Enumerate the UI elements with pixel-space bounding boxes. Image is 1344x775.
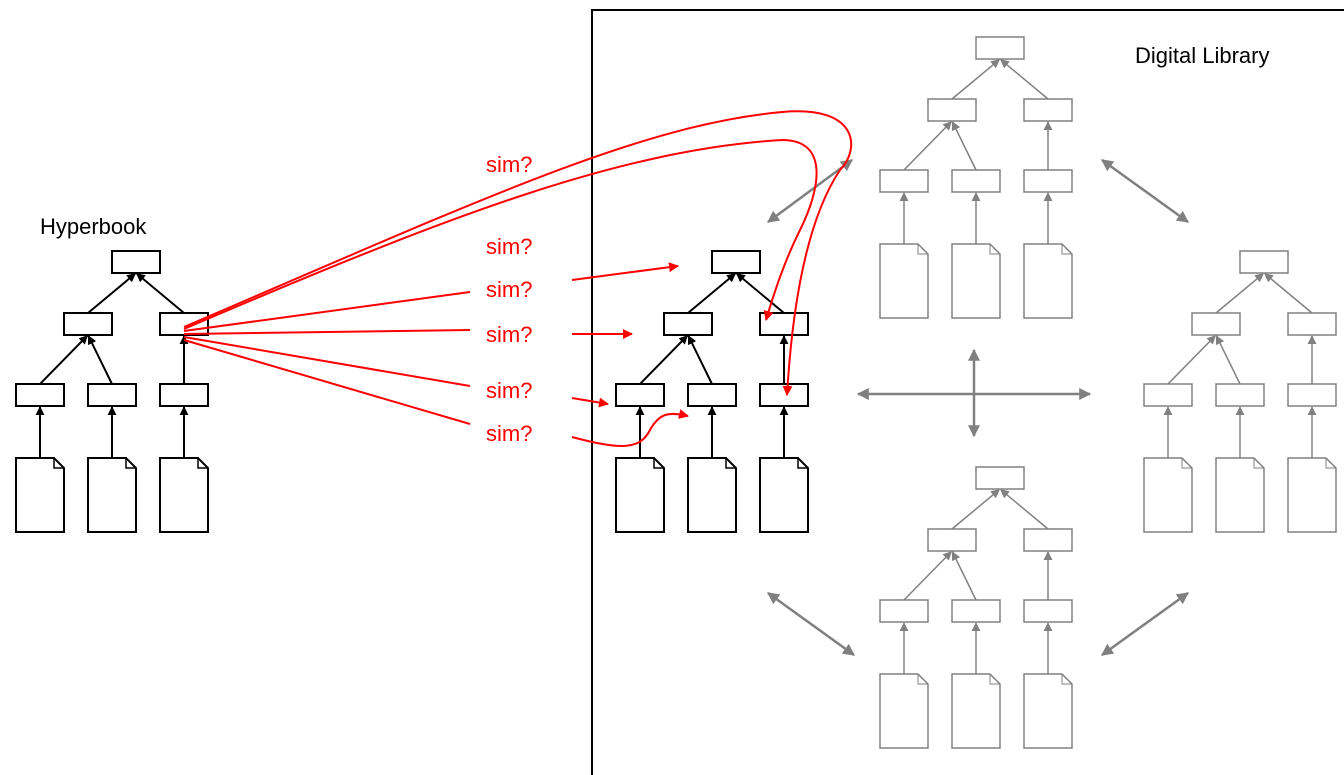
leaf-node xyxy=(1023,599,1073,623)
library-tree-bottom xyxy=(879,466,1073,749)
tree-edge xyxy=(1167,335,1216,385)
mid-node xyxy=(927,528,977,552)
leaf-node xyxy=(1023,169,1073,193)
leaf-node xyxy=(1215,383,1265,407)
tree-edge xyxy=(687,272,736,314)
sim-label-2: sim? xyxy=(486,234,532,259)
similarity-link xyxy=(183,336,471,387)
tree-edge xyxy=(1000,489,1049,530)
root-node xyxy=(111,250,161,274)
library-relation-arrow xyxy=(1101,591,1189,657)
tree-edge xyxy=(87,335,113,385)
mid-node xyxy=(1287,312,1337,336)
similarity-link xyxy=(183,291,471,332)
tree-edge xyxy=(951,59,1000,100)
root-node xyxy=(1239,250,1289,274)
document-page-icon xyxy=(15,457,65,533)
library-tree-top xyxy=(879,36,1073,319)
document-page-icon xyxy=(879,673,929,749)
document-page-icon xyxy=(1215,457,1265,533)
sim-label-5: sim? xyxy=(486,378,532,403)
similarity-link xyxy=(183,110,853,396)
leaf-node xyxy=(15,383,65,407)
leaf-node xyxy=(1287,383,1337,407)
tree-edge xyxy=(1264,273,1313,314)
library-relation-arrow xyxy=(1101,158,1189,224)
tree-edge xyxy=(87,272,136,314)
leaf-node xyxy=(951,169,1001,193)
tree-edge xyxy=(639,335,689,385)
document-page-icon xyxy=(615,457,665,533)
similarity-link xyxy=(183,138,818,330)
tree-edge xyxy=(903,121,952,171)
sim-label-3: sim? xyxy=(486,277,532,302)
sim-label-6: sim? xyxy=(486,421,532,446)
mid-node xyxy=(663,312,713,336)
mid-node xyxy=(1023,98,1073,122)
tree-edge xyxy=(903,551,952,601)
tree-edge xyxy=(1215,273,1264,314)
hyperbook-tree xyxy=(15,250,209,533)
similarity-link xyxy=(183,339,471,425)
tree-edge xyxy=(39,335,89,385)
library-relation-arrow xyxy=(767,591,855,657)
root-node xyxy=(975,466,1025,490)
leaf-node xyxy=(615,383,665,407)
document-page-icon xyxy=(1023,243,1073,319)
tree-edge xyxy=(1215,335,1241,385)
leaf-node xyxy=(879,169,929,193)
similarity-link xyxy=(183,329,471,335)
tree-edge xyxy=(136,272,185,314)
digital-library-label: Digital Library xyxy=(1135,43,1270,68)
mid-node xyxy=(1023,528,1073,552)
document-page-icon xyxy=(159,457,209,533)
document-page-icon xyxy=(951,673,1001,749)
mid-node xyxy=(159,312,209,336)
document-page-icon xyxy=(879,243,929,319)
leaf-node xyxy=(159,383,209,407)
document-page-icon xyxy=(87,457,137,533)
similarity-link xyxy=(571,262,679,281)
mid-node xyxy=(63,312,113,336)
tree-edge xyxy=(1000,59,1049,100)
library-tree-target xyxy=(615,250,809,533)
leaf-node xyxy=(951,599,1001,623)
root-node xyxy=(975,36,1025,60)
digital-library-border xyxy=(591,9,1344,775)
similarity-link xyxy=(571,409,689,447)
document-page-icon xyxy=(951,243,1001,319)
mid-node xyxy=(1191,312,1241,336)
document-page-icon xyxy=(759,457,809,533)
tree-edge xyxy=(687,335,713,385)
leaf-node xyxy=(1143,383,1193,407)
sim-label-4: sim? xyxy=(486,322,532,347)
leaf-node xyxy=(87,383,137,407)
mid-node xyxy=(927,98,977,122)
leaf-node xyxy=(759,383,809,407)
library-tree-right xyxy=(1143,250,1337,533)
document-page-icon xyxy=(1023,673,1073,749)
library-relation-arrow xyxy=(767,158,853,224)
tree-edge xyxy=(951,121,977,171)
root-node xyxy=(711,250,761,274)
sim-label-1: sim? xyxy=(486,152,532,177)
document-page-icon xyxy=(1287,457,1337,533)
leaf-node xyxy=(687,383,737,407)
document-page-icon xyxy=(1143,457,1193,533)
tree-edge xyxy=(736,272,785,314)
tree-edge xyxy=(951,551,977,601)
similarity-link xyxy=(571,397,609,408)
tree-edge xyxy=(951,489,1000,530)
hyperbook-label: Hyperbook xyxy=(40,214,147,239)
leaf-node xyxy=(879,599,929,623)
document-page-icon xyxy=(687,457,737,533)
